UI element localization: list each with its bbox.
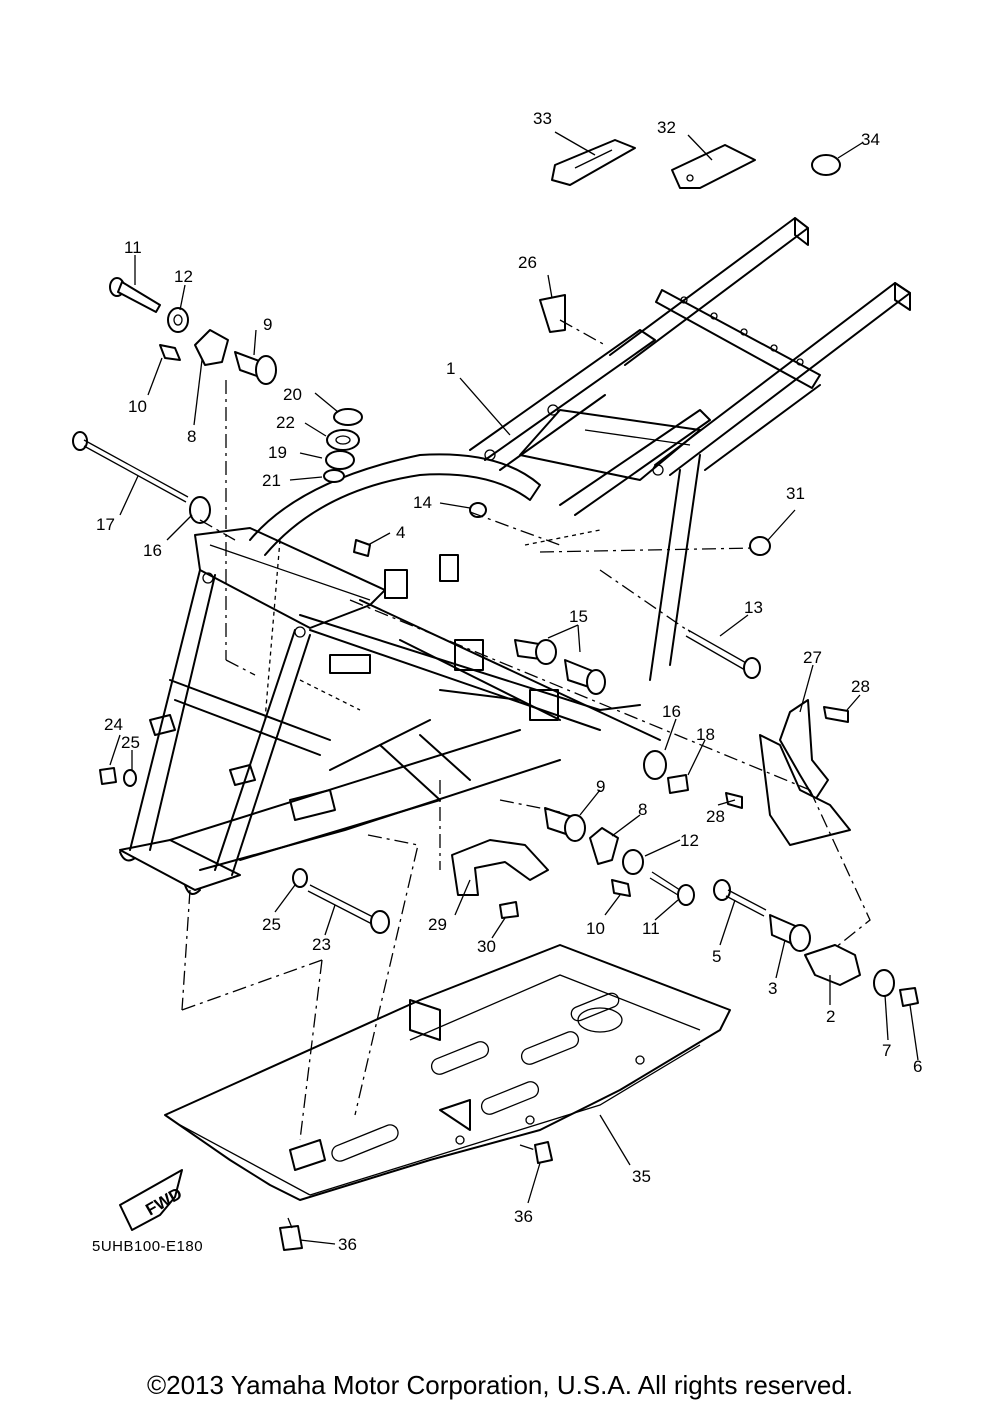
part-11-bolt-mid — [649, 871, 695, 906]
callout-36-right: 36 — [514, 1207, 533, 1226]
part-29-bracket — [451, 839, 549, 896]
part-36-bolt-right — [534, 1141, 553, 1164]
callout-34: 34 — [861, 130, 880, 149]
part-21-seal — [323, 469, 345, 483]
part-17-long-bolt — [72, 431, 189, 503]
part-8-mount-mid — [589, 827, 619, 865]
skid-plate — [164, 944, 731, 1201]
part-36-bolt-left — [279, 1217, 303, 1251]
callout-labels: 33 32 34 26 11 12 9 10 8 20 22 19 21 1 1… — [96, 109, 922, 1254]
callout-20: 20 — [283, 385, 302, 404]
part-19-bearing — [325, 450, 355, 470]
part-25-washer-left — [123, 769, 137, 787]
part-10-nut-mid — [611, 879, 631, 897]
part-9-damper-mid — [544, 807, 586, 842]
callout-2: 2 — [826, 1007, 835, 1026]
callout-17: 17 — [96, 515, 115, 534]
callout-28-lower: 28 — [706, 807, 725, 826]
callout-21: 21 — [262, 471, 281, 490]
callout-35: 35 — [632, 1167, 651, 1186]
callout-26: 26 — [518, 253, 537, 272]
callout-7: 7 — [882, 1041, 891, 1060]
callout-23: 23 — [312, 935, 331, 954]
part-22-bearing — [326, 429, 360, 451]
part-24-nut — [99, 767, 117, 785]
callout-16-top: 16 — [143, 541, 162, 560]
callout-28-upper: 28 — [851, 677, 870, 696]
callout-25-lower: 25 — [262, 915, 281, 934]
fwd-arrow: FWD — [119, 1169, 185, 1231]
part-25-washer-lower — [292, 868, 308, 888]
callout-5: 5 — [712, 947, 721, 966]
part-28-bolt-upper — [823, 706, 849, 723]
part-30-bolt — [499, 901, 519, 919]
part-20-seal — [333, 408, 363, 426]
assembly-lines — [181, 319, 871, 1151]
callout-9-mid: 9 — [596, 777, 605, 796]
callout-30: 30 — [477, 937, 496, 956]
callout-11-top: 11 — [124, 238, 142, 257]
part-2-bracket — [804, 944, 861, 986]
part-16-washer-mid — [643, 750, 667, 780]
part-23-bolt — [307, 884, 390, 934]
callout-11-mid: 11 — [642, 919, 660, 938]
part-34-ring — [811, 154, 841, 176]
callout-29: 29 — [428, 915, 447, 934]
part-27-bracket — [759, 699, 851, 846]
leader-lines — [109, 131, 919, 1245]
callout-14: 14 — [413, 493, 432, 512]
callout-10-top: 10 — [128, 397, 147, 416]
callout-8-mid: 8 — [638, 800, 647, 819]
part-33-cover — [551, 139, 636, 186]
callout-12-mid: 12 — [680, 831, 699, 850]
part-32-plate — [671, 144, 756, 189]
callout-18: 18 — [696, 725, 715, 744]
part-4-bolt — [353, 539, 371, 557]
part-12-collar-mid — [622, 849, 644, 875]
part-10-nut-top — [159, 344, 181, 361]
frame-holes — [202, 296, 804, 638]
callout-15: 15 — [569, 607, 588, 626]
callout-9-top: 9 — [263, 315, 272, 334]
callout-31: 31 — [786, 484, 805, 503]
part-18-nut — [667, 774, 689, 794]
callout-24: 24 — [104, 715, 123, 734]
callout-33: 33 — [533, 109, 552, 128]
part-13-bolt — [685, 629, 761, 679]
part-11-bolt-top — [109, 277, 161, 313]
callout-36-left: 36 — [338, 1235, 357, 1254]
callout-25-left: 25 — [121, 733, 140, 752]
callout-6: 6 — [913, 1057, 922, 1076]
callout-12-top: 12 — [174, 267, 193, 286]
part-12-collar-top — [167, 307, 189, 333]
part-5-bolt — [713, 879, 767, 917]
main-frame — [119, 217, 911, 895]
copyright-notice: ©2013 Yamaha Motor Corporation, U.S.A. A… — [146, 1370, 854, 1400]
callout-1: 1 — [446, 359, 455, 378]
callout-19: 19 — [268, 443, 287, 462]
part-6-nut — [899, 987, 919, 1007]
callout-4: 4 — [396, 523, 405, 542]
callout-10-mid: 10 — [586, 919, 605, 938]
callout-32: 32 — [657, 118, 676, 137]
part-31-grommet — [749, 536, 771, 556]
part-9-damper-top — [234, 351, 277, 385]
part-8-mount-top — [194, 329, 229, 366]
callout-13: 13 — [744, 598, 763, 617]
callout-3: 3 — [768, 979, 777, 998]
diagram-code: 5UHB100-E180 — [92, 1238, 204, 1255]
part-16-washer-top — [189, 496, 211, 524]
part-3-damper — [769, 914, 811, 952]
callout-22: 22 — [276, 413, 295, 432]
callout-27: 27 — [803, 648, 822, 667]
part-26-bracket — [539, 294, 566, 333]
part-7-collar — [873, 969, 895, 997]
callout-8-top: 8 — [187, 427, 196, 446]
callout-16-mid: 16 — [662, 702, 681, 721]
part-15-dampers — [514, 639, 606, 695]
